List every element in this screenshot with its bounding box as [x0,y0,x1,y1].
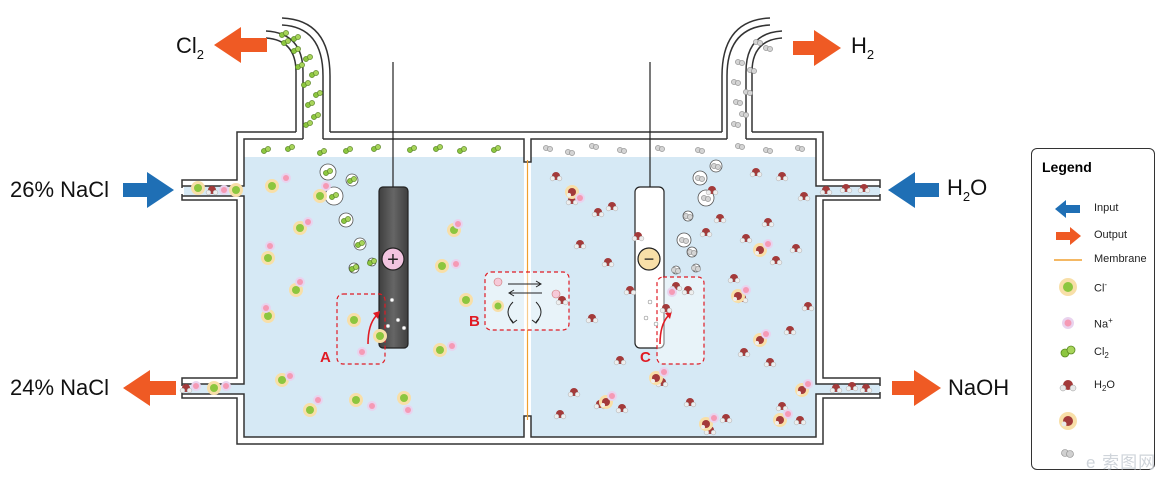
legend-membrane-label: Membrane [1094,253,1147,265]
legend-cl-ion-label: Cl- [1094,280,1107,295]
legend-cl2-text: Cl [1094,346,1105,358]
label-cl2: Cl2 [176,33,205,62]
legend-na-ion-sup: + [1108,316,1113,325]
legend: Legend Input Output Membrane Cl- Na+ Cl2… [1031,148,1155,470]
region-c-box [656,276,705,365]
region-a-arrow-head [373,311,380,319]
small-bubble [389,297,395,303]
label-in-h2o-o: O [970,175,988,200]
region-b-exchange-arrows [507,280,542,324]
legend-membrane-icon [1054,259,1082,261]
legend-cl-ion-sup: - [1104,280,1108,289]
legend-h2o-sub: 2 [1101,384,1107,394]
legend-h2-icon [1061,449,1074,458]
legend-title: Legend [1042,159,1092,175]
legend-cl-ion-icon [1059,278,1077,296]
arrow-out-naoh [892,370,941,406]
legend-input-arrow-icon [1055,200,1080,218]
legend-input-label: Input [1094,202,1119,214]
region-b-na-ion [493,277,503,287]
region-b-box [484,271,570,331]
legend-output-label: Output [1094,229,1128,241]
legend-h2o-label: H2O [1094,379,1115,393]
arrow-out-nacl [123,370,176,406]
arrow-in-h2o [888,172,939,208]
region-a-label: A [320,349,331,366]
label-in-nacl: 26% NaCl [10,177,110,202]
legend-cl-ion-text: Cl [1094,282,1105,295]
legend-output-arrow-icon [1056,227,1081,245]
cathode-sign: − [644,249,655,269]
legend-cl2-sub: 2 [1104,351,1109,361]
legend-h2o-end: O [1106,379,1115,391]
region-c-arrow-head [665,311,672,319]
label-out-naoh: NaOH [948,375,1010,400]
label-h2-text: H [851,33,867,58]
watermark: e 索图网 [1086,453,1157,472]
anode-sign-circle [381,247,405,271]
legend-cl2-label: Cl2 [1094,346,1109,360]
region-a-arrow [367,315,377,345]
label-in-h2o: H2O [947,175,988,204]
small-bubble [395,317,401,323]
arrow-out-cl2 [214,27,267,63]
legend-cl2-icon [1060,345,1076,358]
legend-h2o-text: H [1094,379,1102,391]
legend-na-ion-label: Na+ [1094,316,1113,331]
legend-na-ion-icon [1062,317,1074,329]
legend-oh-ion-icon [1059,412,1077,430]
region-c-label: C [640,349,651,366]
small-bubble [401,325,407,331]
label-in-h2o-h: H [947,175,963,200]
label-in-h2o-sub: 2 [962,189,971,204]
region-b-cl-ion-core [494,302,502,310]
region-a-box [336,293,386,365]
region-b-label: B [469,313,480,330]
label-cl2-text: Cl [176,33,197,58]
small-bubble [643,315,649,321]
region-c-arrow [659,315,669,345]
small-bubble [653,321,659,327]
particles-layer [179,30,873,436]
electrolyte-right [531,157,816,437]
region-b-na-ion-2 [551,289,561,299]
small-bubble [647,299,653,305]
label-h2: H2 [851,33,875,62]
small-bubble [385,323,391,329]
legend-h2o-icon [1059,380,1077,392]
label-out-nacl: 24% NaCl [10,375,110,400]
arrow-out-h2 [793,30,841,66]
arrow-in-nacl [123,172,174,208]
label-h2-sub: 2 [866,47,875,62]
cathode-sign-circle [637,247,661,271]
label-cl2-sub: 2 [196,47,205,62]
legend-na-ion-text: Na [1094,318,1109,331]
anode-sign: + [387,249,399,271]
